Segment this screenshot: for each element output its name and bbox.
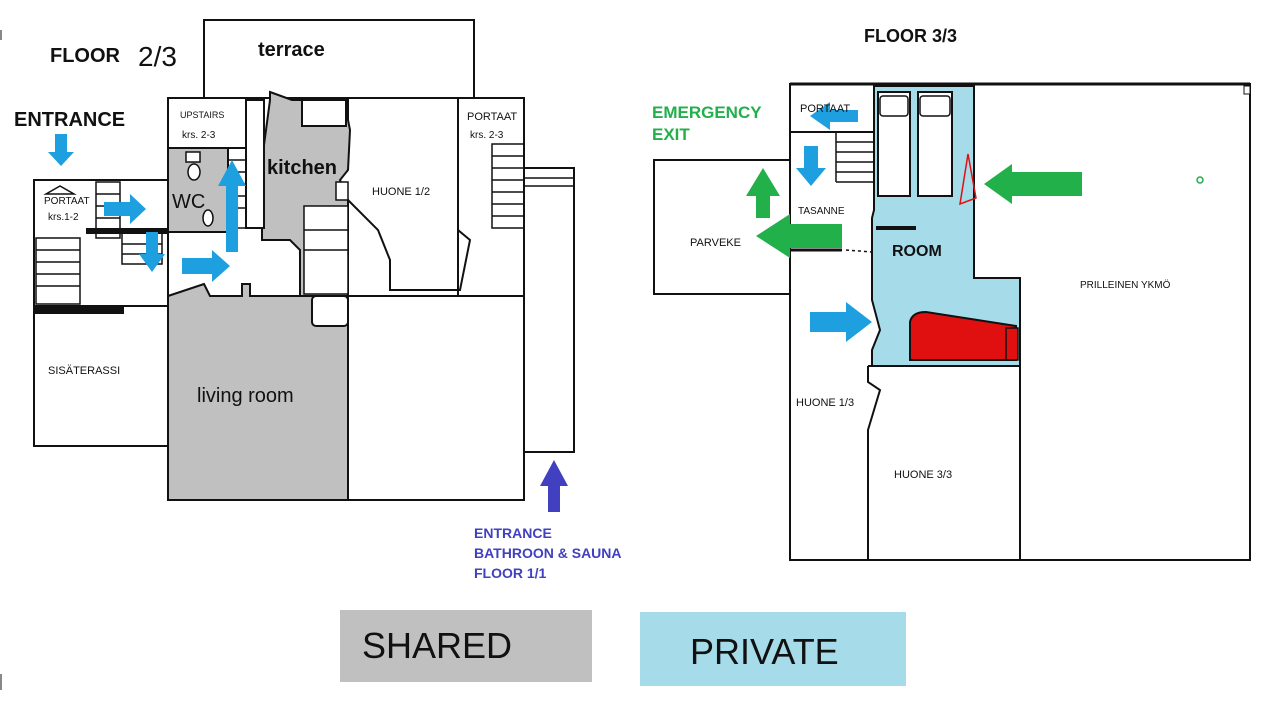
portaat-right-stairs <box>491 143 525 229</box>
arrow-right-icon <box>810 302 872 342</box>
huone-3-3-label: HUONE 3/3 <box>894 469 952 481</box>
entrance-bottom-line-1: ENTRANCE <box>474 525 552 541</box>
entrance-bottom-line-2: BATHROON & SAUNA <box>474 545 622 561</box>
sisaterassi-area <box>33 305 169 447</box>
living-room-area <box>167 282 349 501</box>
kitchen-label: kitchen <box>267 157 337 179</box>
tasanne-label: TASANNE <box>798 206 845 217</box>
legend-shared-swatch <box>340 610 592 682</box>
arrow-up-icon <box>540 460 568 512</box>
lower-right-room <box>347 295 525 501</box>
legend-private-label: PRIVATE <box>690 631 839 672</box>
floor-3-stairs <box>826 131 874 183</box>
floor-2-title-prefix: FLOOR <box>50 45 121 67</box>
portaat-right-sub-label: krs. 2-3 <box>470 130 504 141</box>
terrace-area <box>203 19 475 99</box>
arrow-left-icon <box>984 164 1082 204</box>
divider-bar <box>34 306 124 314</box>
portaat-right-box <box>457 97 525 297</box>
floor-2-plan <box>33 19 575 501</box>
wc-label: WC <box>172 191 205 213</box>
terrace-label: terrace <box>258 39 325 61</box>
side-corridor <box>523 167 575 453</box>
marker-dot-icon <box>1196 176 1204 184</box>
legend: SHARED PRIVATE <box>340 610 906 686</box>
room-label: ROOM <box>892 243 942 260</box>
arrow-left-icon <box>810 102 858 130</box>
arrow-down-icon <box>48 134 74 166</box>
arrow-down-icon <box>139 232 165 272</box>
portaat-left-label: PORTAAT <box>44 196 90 207</box>
sink-icon <box>185 151 201 163</box>
arrow-up-icon <box>218 160 246 252</box>
floor-3-plan <box>653 82 1251 561</box>
arrow-up-icon <box>746 168 780 218</box>
kitchen-wall-column <box>245 99 265 229</box>
huone-1-2-label: HUONE 1/2 <box>372 186 430 198</box>
arrow-right-icon <box>182 250 230 282</box>
arrow-right-icon <box>104 194 146 224</box>
right-room-label: PRILLEINEN YKMÖ <box>1080 279 1171 291</box>
arrow-left-icon <box>756 214 842 258</box>
huone-1-3-label: HUONE 1/3 <box>796 397 854 409</box>
living-room-label: living room <box>197 385 294 407</box>
living-room-chair <box>311 295 349 327</box>
toilet-icon <box>202 209 214 227</box>
entrance-door-icon <box>43 185 77 195</box>
floor-2-arrows <box>48 134 568 512</box>
floor-3-labels: FLOOR 3/3 EMERGENCY EXIT PORTAAT TASANNE… <box>652 26 1171 481</box>
emergency-exit-line-2: EXIT <box>652 125 690 144</box>
upstairs-sub-label: krs. 2-3 <box>182 130 216 141</box>
toilet-icon <box>187 163 201 181</box>
floor-2-labels: FLOOR 2/3 terrace ENTRANCE UPSTAIRS krs.… <box>14 39 622 581</box>
portaat-label: PORTAAT <box>800 103 850 115</box>
parveke-label: PARVEKE <box>690 237 741 249</box>
legend-shared-label: SHARED <box>362 625 512 666</box>
kitchen-cabinet <box>301 99 347 127</box>
floor-3-arrows <box>746 102 1082 342</box>
floor-2-title-number: 2/3 <box>138 41 177 72</box>
portaat-left-sub-label: krs.1-2 <box>48 212 79 223</box>
entrance-label: ENTRANCE <box>14 109 125 131</box>
upstairs-label: UPSTAIRS <box>180 110 224 120</box>
arrow-down-icon <box>796 146 826 186</box>
emergency-exit-line-1: EMERGENCY <box>652 103 762 122</box>
divider-bar <box>86 228 168 234</box>
entrance-bottom-line-3: FLOOR 1/1 <box>474 565 547 581</box>
portaat-right-label: PORTAAT <box>467 111 517 123</box>
sisaterassi-label: SISÄTERASSI <box>48 365 120 377</box>
floor-3-title: FLOOR 3/3 <box>864 26 957 46</box>
legend-private-swatch <box>640 612 906 686</box>
kitchen-appliance <box>335 181 349 201</box>
window-marker-icon <box>959 153 977 206</box>
